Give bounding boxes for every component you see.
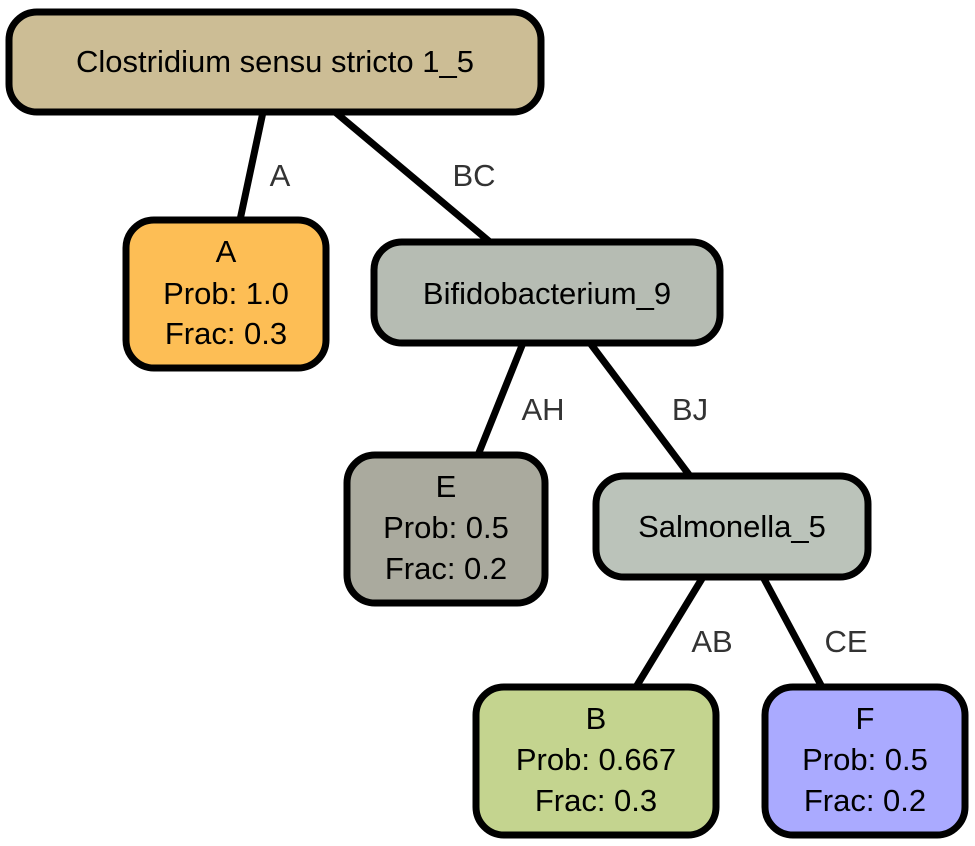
node-salmonella-label: Salmonella_5: [638, 509, 826, 544]
node-bifidobacterium: Bifidobacterium_9: [370, 238, 724, 347]
leaf-node-a-prob: Prob: 1.0: [163, 276, 289, 311]
edge-salmonella-to-f: [759, 575, 826, 689]
edge-label-ab: AB: [691, 624, 732, 659]
leaf-node-a-frac: Frac: 0.3: [165, 316, 287, 351]
edge-salmonella-to-b: [633, 575, 706, 689]
leaf-node-e-prob: Prob: 0.5: [383, 510, 509, 545]
edge-root-to-a: [236, 111, 267, 221]
edge-label-ce: CE: [824, 624, 867, 659]
edge-label-bj: BJ: [672, 392, 708, 427]
node-clostridium-box: [5, 8, 545, 116]
edge-label-ah: AH: [521, 392, 564, 427]
node-salmonella-box: [592, 472, 872, 581]
leaf-node-f-box: [761, 683, 969, 839]
leaf-node-e-name: E: [436, 469, 457, 504]
node-bifidobacterium-label: Bifidobacterium_9: [423, 276, 671, 311]
node-salmonella: Salmonella_5: [592, 472, 872, 581]
edge-bifidobacterium-to-salmonella: [587, 340, 693, 479]
leaf-node-e: E Prob: 0.5 Frac: 0.2: [343, 451, 549, 607]
leaf-node-e-frac: Frac: 0.2: [385, 551, 507, 586]
leaf-node-a: A Prob: 1.0 Frac: 0.3: [122, 216, 330, 372]
leaf-node-b-prob: Prob: 0.667: [516, 742, 676, 777]
leaf-node-e-box: [343, 451, 549, 607]
leaf-node-b-box: [472, 683, 720, 839]
leaf-node-a-name: A: [216, 234, 237, 269]
node-clostridium: Clostridium sensu stricto 1_5: [5, 8, 545, 116]
leaf-node-b-name: B: [586, 701, 607, 736]
leaf-node-f-name: F: [856, 701, 875, 736]
edge-label-a: A: [270, 158, 291, 193]
node-bifidobacterium-box: [370, 238, 724, 347]
leaf-node-b-frac: Frac: 0.3: [535, 783, 657, 818]
leaf-node-b: B Prob: 0.667 Frac: 0.3: [472, 683, 720, 839]
edge-label-bc: BC: [452, 158, 495, 193]
leaf-node-a-box: [122, 216, 330, 372]
leaf-node-f-frac: Frac: 0.2: [804, 783, 926, 818]
leaf-node-f-prob: Prob: 0.5: [802, 742, 928, 777]
leaf-node-f: F Prob: 0.5 Frac: 0.2: [761, 683, 969, 839]
node-clostridium-label: Clostridium sensu stricto 1_5: [76, 44, 474, 79]
edge-root-to-bifidobacterium: [332, 109, 493, 245]
edge-bifidobacterium-to-e: [474, 341, 527, 457]
